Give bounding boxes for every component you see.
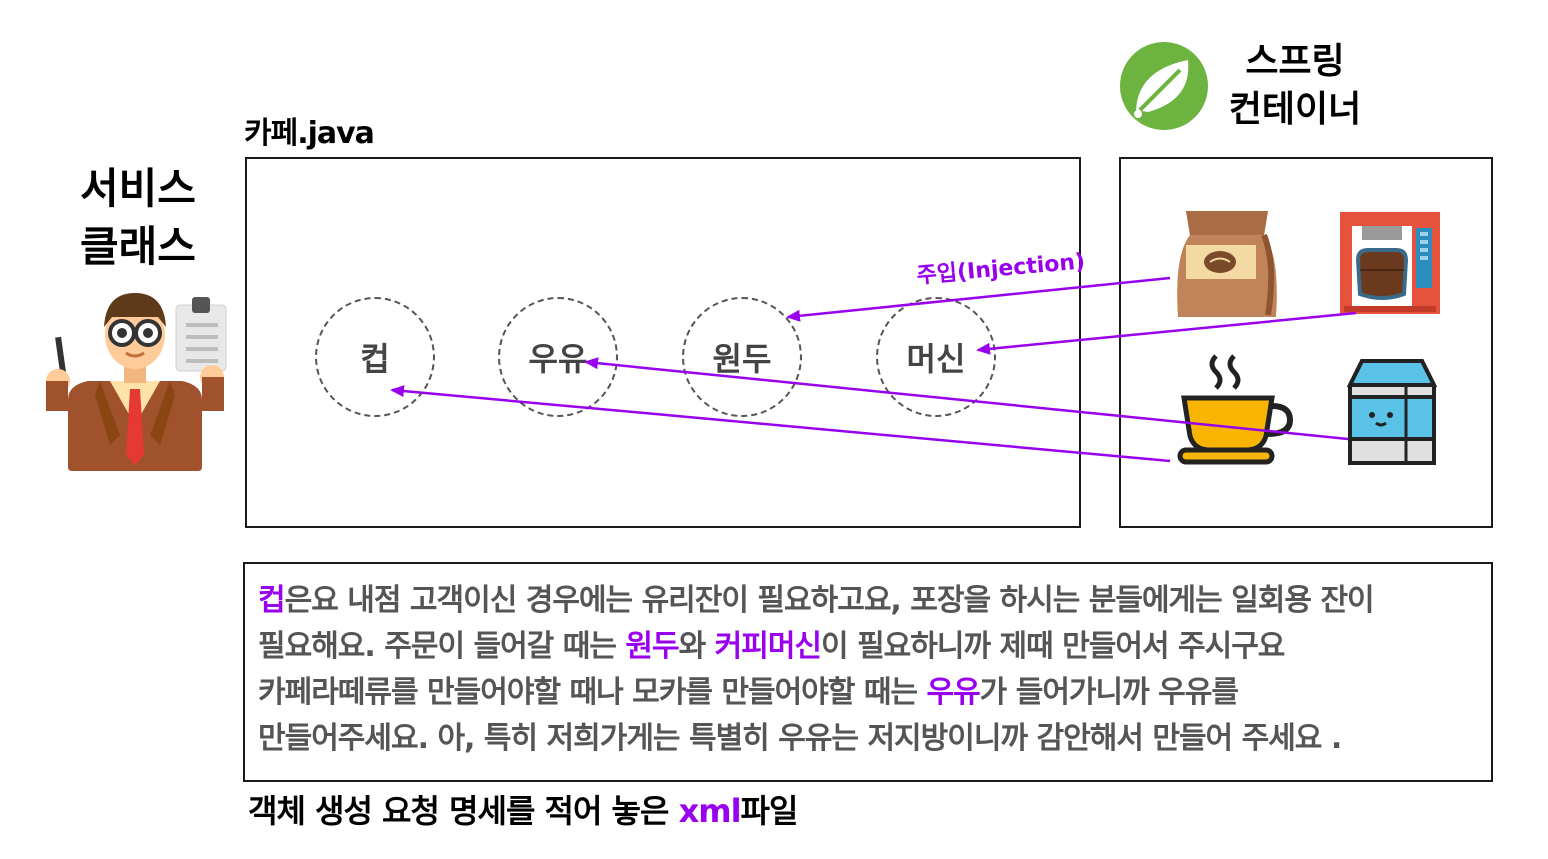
caption-post: 파일: [741, 792, 798, 830]
note-segment: 필요해요. 주문이 들어갈 때는: [258, 629, 625, 664]
note-highlight-bean: 원두: [625, 629, 678, 664]
caption-xml: xml: [679, 792, 741, 830]
note-segment: 이 필요하니까 제때 만들어서 주시구요: [821, 629, 1284, 664]
note-highlight-milk: 우유: [926, 675, 979, 710]
arrow-cup-to-cup-bean: [392, 390, 1170, 461]
note-segment: 가 들어가니까 우유를: [980, 675, 1238, 710]
note-line-3: 카페라떼류를 만들어야할 때나 모카를 만들어야할 때는 우유가 들어가니까 우…: [258, 670, 1478, 716]
arrow-machine-to-machine-bean: [978, 313, 1356, 350]
caption-pre: 객체 생성 요청 명세를 적어 놓은: [248, 792, 679, 830]
note-segment: 카페라떼류를 만들어야할 때나 모카를 만들어야할 때는: [258, 675, 926, 710]
arrow-milk-to-milk-bean: [586, 362, 1348, 439]
note-segment: 은요 내점 고객이신 경우에는 유리잔이 필요하고요, 포장을 하시는 분들에게…: [285, 583, 1374, 618]
xml-caption: 객체 생성 요청 명세를 적어 놓은 xml파일: [248, 786, 797, 832]
note-text: 컵은요 내점 고객이신 경우에는 유리잔이 필요하고요, 포장을 하시는 분들에…: [258, 578, 1478, 762]
note-highlight-cup: 컵: [258, 583, 285, 618]
note-segment: 와: [679, 629, 715, 664]
note-line-1: 컵은요 내점 고객이신 경우에는 유리잔이 필요하고요, 포장을 하시는 분들에…: [258, 578, 1478, 624]
note-line-4: 만들어주세요. 아, 특히 저희가게는 특별히 우유는 저지방이니까 감안해서 …: [258, 716, 1478, 762]
note-line-2: 필요해요. 주문이 들어갈 때는 원두와 커피머신이 필요하니까 제때 만들어서…: [258, 624, 1478, 670]
note-highlight-machine: 커피머신: [715, 629, 821, 664]
note-segment: 만들어주세요. 아, 특히 저희가게는 특별히 우유는 저지방이니까 감안해서 …: [258, 721, 1341, 756]
